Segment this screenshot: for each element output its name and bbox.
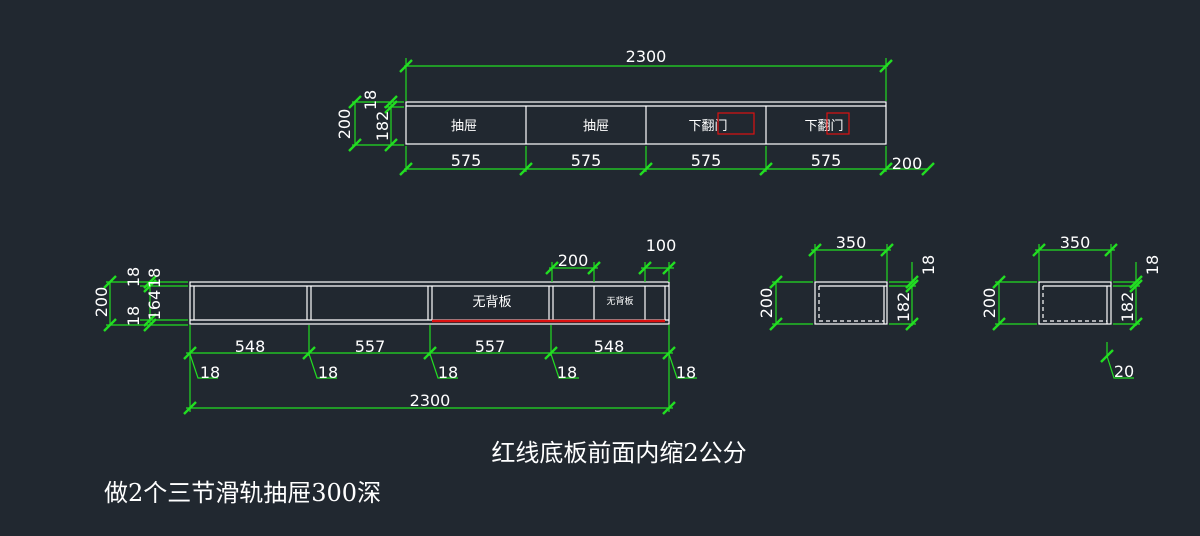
top-left-inner-height: 182 bbox=[373, 111, 392, 142]
bottom-width-2: 557 bbox=[355, 337, 386, 356]
note-drawers: 做2个三节滑轨抽屉300深 bbox=[104, 479, 381, 507]
top-overall-width: 2300 bbox=[626, 47, 667, 66]
red-marker-1 bbox=[717, 112, 755, 135]
side-b-outline bbox=[1038, 281, 1112, 325]
side-b-bottom-offset: 20 bbox=[1114, 362, 1134, 381]
side-a-outline bbox=[814, 281, 888, 325]
no-back-small-label: 无背板 bbox=[606, 295, 633, 307]
red-marker-2 bbox=[826, 112, 850, 135]
bottom-left-height: 200 bbox=[92, 287, 111, 318]
bottom-cabinet-outline bbox=[189, 281, 670, 325]
bottom-width-4: 548 bbox=[594, 337, 625, 356]
compartment-label-3: 下翻门 bbox=[688, 119, 727, 134]
dim-100: 100 bbox=[646, 236, 677, 255]
bottom-width-1: 548 bbox=[235, 337, 266, 356]
dim-200: 200 bbox=[558, 251, 589, 270]
top-left-height: 200 bbox=[335, 109, 354, 140]
side-a-top: 18 bbox=[919, 255, 938, 275]
bottom-left-164: 164 bbox=[145, 290, 164, 321]
top-right-dim: 200 bbox=[892, 154, 923, 173]
compartment-label-1: 抽屉 bbox=[451, 119, 477, 134]
compartment-label-2: 抽屉 bbox=[583, 119, 609, 134]
side-a-inner: 182 bbox=[894, 292, 913, 323]
bottom-width-3: 557 bbox=[475, 337, 506, 356]
panel-thickness-3: 18 bbox=[438, 363, 458, 382]
bottom-left-18-c: 18 bbox=[145, 268, 164, 288]
top-width-2: 575 bbox=[571, 151, 602, 170]
no-back-label: 无背板 bbox=[472, 295, 511, 310]
bottom-overall-width: 2300 bbox=[410, 391, 451, 410]
panel-thickness-2: 18 bbox=[318, 363, 338, 382]
panel-thickness-4: 18 bbox=[557, 363, 577, 382]
top-left-top-thickness: 18 bbox=[361, 90, 380, 110]
bottom-left-18-a: 18 bbox=[124, 267, 143, 287]
panel-thickness-5: 18 bbox=[676, 363, 696, 382]
bottom-cabinet-view: 无背板 无背板 200 100 200 18 18 18 164 bbox=[92, 236, 697, 415]
compartment-label-4: 下翻门 bbox=[804, 119, 843, 134]
side-view-a: 350 200 18 182 bbox=[757, 233, 938, 331]
side-b-height: 200 bbox=[980, 288, 999, 319]
side-b-inner: 182 bbox=[1118, 292, 1137, 323]
bottom-left-18-b: 18 bbox=[124, 306, 143, 326]
side-a-width: 350 bbox=[836, 233, 867, 252]
side-b-top: 18 bbox=[1143, 255, 1162, 275]
side-b-width: 350 bbox=[1060, 233, 1091, 252]
top-width-4: 575 bbox=[811, 151, 842, 170]
top-width-3: 575 bbox=[691, 151, 722, 170]
top-cabinet-view: 2300 抽屉 抽屉 下翻门 下翻门 200 18 182 bbox=[335, 47, 935, 176]
side-view-b: 350 200 18 182 20 bbox=[980, 233, 1162, 381]
note-red-line: 红线底板前面内缩2公分 bbox=[491, 439, 746, 467]
top-width-1: 575 bbox=[451, 151, 482, 170]
panel-thickness-1: 18 bbox=[200, 363, 220, 382]
side-a-height: 200 bbox=[757, 288, 776, 319]
